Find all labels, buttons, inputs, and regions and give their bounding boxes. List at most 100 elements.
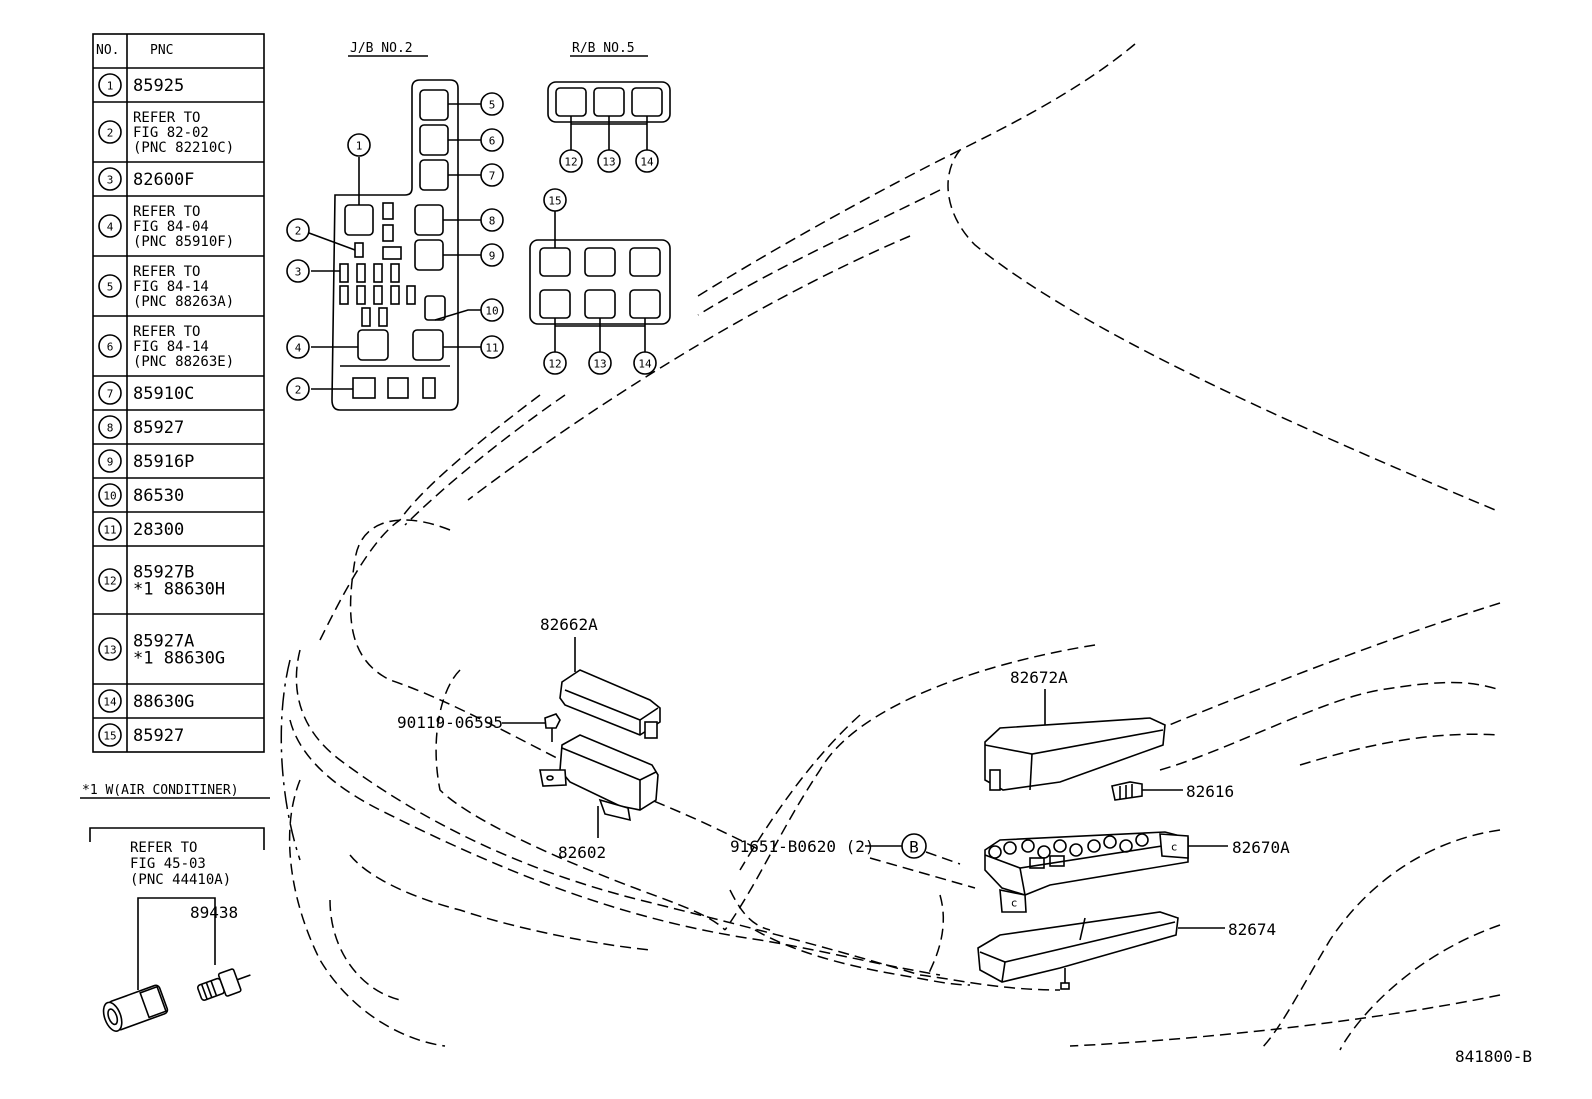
row-pnc-line: REFER TO xyxy=(133,264,200,280)
row-pnc-line: 85927 xyxy=(133,418,184,438)
part-label-91651-B0620: 91651-B0620 (2) xyxy=(730,837,875,856)
jb-callout-number: 5 xyxy=(489,99,496,112)
row-pnc-line: FIG 84-14 xyxy=(133,339,209,355)
rb-callout-number: 15 xyxy=(548,195,561,208)
jb-callout-number: 10 xyxy=(485,305,498,318)
part-label-82674: 82674 xyxy=(1228,920,1276,939)
vehicle-outline xyxy=(280,43,1501,1051)
jb-callout-number: 8 xyxy=(489,215,496,228)
jb-callout-number: 1 xyxy=(356,140,363,153)
row-number-circle xyxy=(98,73,122,97)
jb-callout-number: 9 xyxy=(489,250,496,263)
row-number: 5 xyxy=(107,281,114,294)
row-pnc-line: 82600F xyxy=(133,170,194,190)
rb-callout-number: 14 xyxy=(640,156,654,169)
jb-header: J/B NO.2 xyxy=(350,41,413,56)
row-number: 8 xyxy=(107,422,114,435)
rb-callout-number: 12 xyxy=(564,156,577,169)
row-number: 15 xyxy=(103,730,116,743)
rb-callout-group: 12 13 14 15 12 13 14 xyxy=(543,149,659,375)
row-pnc-line: 28300 xyxy=(133,520,184,540)
rb-callout-number: 13 xyxy=(602,156,615,169)
row-number-circle xyxy=(98,415,122,439)
table-row: 10 86530 xyxy=(98,483,184,507)
row-pnc-line: FIG 82-02 xyxy=(133,125,209,141)
rb-callout-number: 13 xyxy=(593,358,606,371)
row-number-circle xyxy=(98,449,122,473)
part-label-82672A: 82672A xyxy=(1010,668,1068,687)
row-number: 2 xyxy=(107,127,114,140)
jb-callout-number: 3 xyxy=(295,266,302,279)
row-number: 3 xyxy=(107,174,114,187)
row-number: 12 xyxy=(103,575,116,588)
table-header-no: NO. xyxy=(96,43,119,58)
row-number: 6 xyxy=(107,341,114,354)
row-number: 9 xyxy=(107,456,114,469)
row-number-circle xyxy=(98,637,122,661)
row-number: 13 xyxy=(103,644,116,657)
row-pnc-line: 86530 xyxy=(133,486,184,506)
row-pnc-line: 88630G xyxy=(133,692,194,712)
svg-text:c: c xyxy=(1011,897,1018,910)
row-number: 10 xyxy=(103,490,116,503)
row-pnc-line: REFER TO xyxy=(133,324,200,340)
table-row: 3 82600F xyxy=(98,167,194,191)
row-number-circle xyxy=(98,517,122,541)
figure-code: 841800-B xyxy=(1455,1047,1532,1066)
part-label-82662A: 82662A xyxy=(540,615,598,634)
refer-box-line-3: (PNC 44410A) xyxy=(130,872,231,888)
jb-callout: 1 xyxy=(347,133,371,157)
row-number-circle xyxy=(98,381,122,405)
junction-block-no2: J/B NO.2 xyxy=(308,41,481,411)
jb-callout: 6 xyxy=(480,128,504,152)
part-label-82602: 82602 xyxy=(558,843,606,862)
row-number-circle xyxy=(98,274,122,298)
row-pnc-line: REFER TO xyxy=(133,204,200,220)
jb-callout: 3 xyxy=(286,259,310,283)
rb-callout: 12 xyxy=(559,149,583,173)
jb-callout: 9 xyxy=(480,243,504,267)
footnote-air-conditioner: *1 W(AIR CONDITINER) xyxy=(82,783,239,798)
jb-callout: 10 xyxy=(480,298,504,322)
row-pnc-line: (PNC 82210C) xyxy=(133,140,234,156)
row-number-circle xyxy=(98,214,122,238)
row-pnc-line: FIG 84-14 xyxy=(133,279,209,295)
part-label-89438: 89438 xyxy=(190,903,238,922)
jb-callout-number: 7 xyxy=(489,170,496,183)
row-number: 4 xyxy=(107,221,114,234)
table-header-pnc: PNC xyxy=(150,43,173,58)
rb-callout-number: 12 xyxy=(548,358,561,371)
refer-box-line-1: REFER TO xyxy=(130,840,197,856)
row-pnc-line: (PNC 85910F) xyxy=(133,234,234,250)
row-pnc-line: 85925 xyxy=(133,76,184,96)
row-pnc-line: (PNC 88263E) xyxy=(133,354,234,370)
jb-callout: 2 xyxy=(286,377,310,401)
rb-callout: 14 xyxy=(633,351,657,375)
row-number-circle xyxy=(98,723,122,747)
rb-callout: 15 xyxy=(543,188,567,212)
relay-block-no5: R/B NO.5 xyxy=(529,41,671,352)
rb-callout: 13 xyxy=(588,351,612,375)
jb-callout: 8 xyxy=(480,208,504,232)
refer-box-line-2: FIG 45-03 xyxy=(130,856,206,872)
table-row: 8 85927 xyxy=(98,415,184,439)
b-marker: B xyxy=(909,838,919,857)
relay-block-82670A-assembly: 82672A 82616 c c 82670A xyxy=(730,668,1290,990)
row-number-circle xyxy=(98,167,122,191)
jb-callout-number: 11 xyxy=(485,342,498,355)
sensor-socket-illustration xyxy=(102,968,251,1032)
rb-callout-number: 14 xyxy=(638,358,652,371)
row-pnc-line: *1 88630G xyxy=(133,649,225,669)
jb-callout: 5 xyxy=(480,92,504,116)
